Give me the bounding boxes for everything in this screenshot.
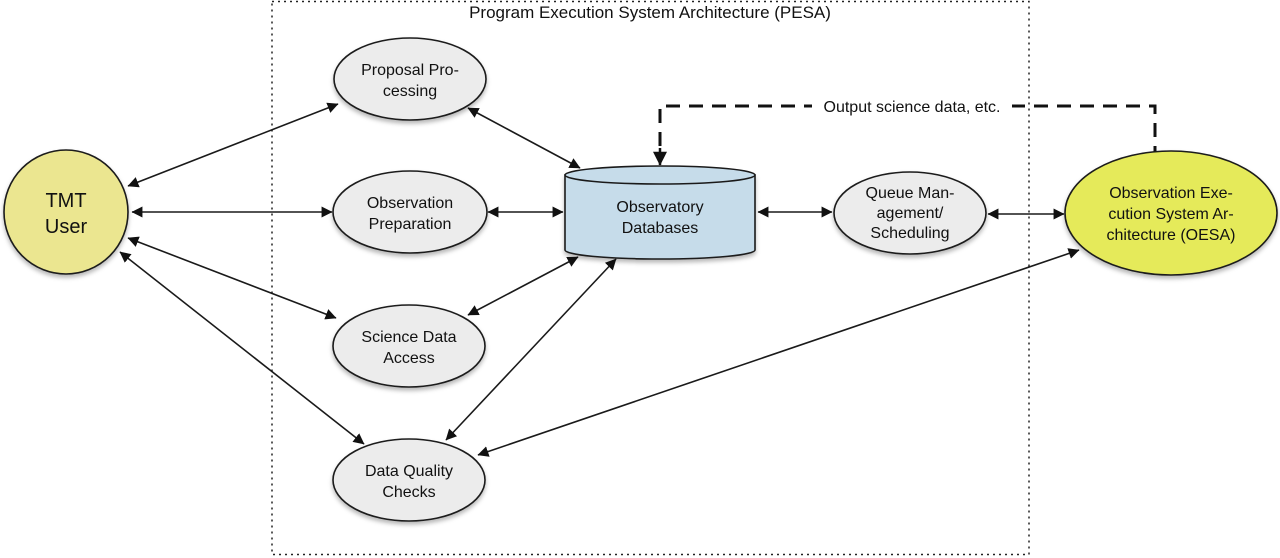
queue-label-3: Scheduling xyxy=(870,225,949,242)
pesa-title: Program Execution System Architecture (P… xyxy=(469,3,831,22)
node-observatory-databases[interactable]: Observatory Databases xyxy=(564,165,756,260)
node-oesa[interactable]: Observation Exe- cution System Ar- chite… xyxy=(1064,150,1278,276)
oesa-label-1: Observation Exe- xyxy=(1109,185,1233,202)
dashed-label-bg xyxy=(812,94,1012,118)
science-label-2: Access xyxy=(383,350,435,367)
science-ellipse xyxy=(332,304,486,388)
node-proposal-processing[interactable]: Proposal Pro- cessing xyxy=(333,37,487,121)
oesa-label-2: cution System Ar- xyxy=(1108,206,1233,223)
node-queue-management[interactable]: Queue Man- agement/ Scheduling xyxy=(833,171,987,255)
obsprep-label-2: Preparation xyxy=(369,216,452,233)
database-label-2: Databases xyxy=(622,220,699,237)
edge-quality-oesa xyxy=(477,248,1080,457)
proposal-label-2: cessing xyxy=(383,83,437,100)
edge-user-science xyxy=(127,236,337,320)
dashed-label: Output science data, etc. xyxy=(824,99,1001,116)
queue-ellipse xyxy=(833,171,987,255)
science-label-1: Science Data xyxy=(361,329,456,346)
tmt-user-circle xyxy=(3,149,129,275)
proposal-ellipse xyxy=(333,37,487,121)
node-data-quality-checks[interactable]: Data Quality Checks xyxy=(332,438,486,522)
node-science-data-access[interactable]: Science Data Access xyxy=(332,304,486,388)
edges: Output science data, etc. xyxy=(119,94,1157,457)
obsprep-ellipse xyxy=(332,170,488,254)
edge-user-proposal xyxy=(127,102,339,188)
quality-ellipse xyxy=(332,438,486,522)
database-cylinder-top xyxy=(564,165,756,185)
oesa-ellipse xyxy=(1064,150,1278,276)
database-cylinder-body xyxy=(564,174,756,260)
edge-user-quality xyxy=(119,251,365,445)
tmt-user-label-1: TMT xyxy=(45,190,86,212)
quality-label-1: Data Quality xyxy=(365,463,453,480)
queue-label-2: agement/ xyxy=(877,205,944,222)
obsprep-label-1: Observation xyxy=(367,195,453,212)
edge-proposal-db xyxy=(467,107,581,169)
node-observation-preparation[interactable]: Observation Preparation xyxy=(332,170,488,254)
database-label-1: Observatory xyxy=(616,199,703,216)
node-tmt-user[interactable]: TMT User xyxy=(3,149,129,275)
proposal-label-1: Proposal Pro- xyxy=(361,62,459,79)
queue-label-1: Queue Man- xyxy=(866,185,955,202)
oesa-label-3: chitecture (OESA) xyxy=(1107,227,1236,244)
quality-label-2: Checks xyxy=(382,484,435,501)
edge-science-db xyxy=(467,256,579,316)
tmt-user-label-2: User xyxy=(45,216,88,238)
